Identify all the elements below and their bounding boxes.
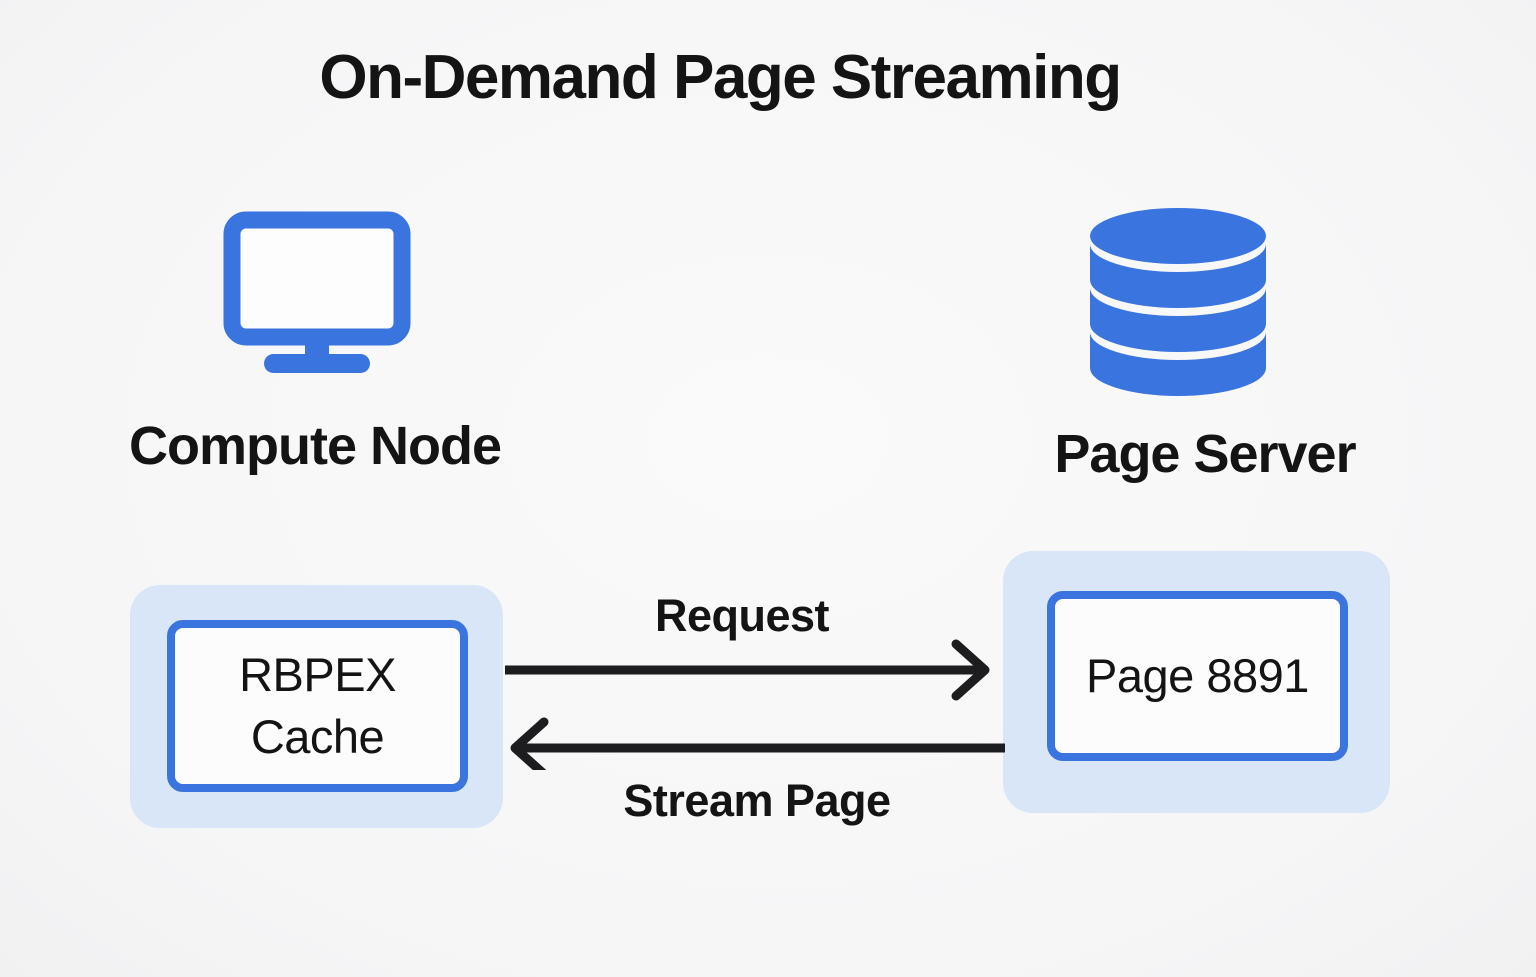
database-icon xyxy=(1088,206,1268,398)
flow-arrows xyxy=(505,639,1005,770)
monitor-icon xyxy=(222,210,412,378)
request-arrow xyxy=(505,639,990,701)
rbpex-cache-box: RBPEX Cache xyxy=(167,620,468,792)
page-box-label: Page 8891 xyxy=(1086,648,1309,702)
compute-node-panel: RBPEX Cache xyxy=(130,585,503,828)
diagram-title: On-Demand Page Streaming xyxy=(319,43,1122,112)
page-server-label: Page Server xyxy=(1054,424,1356,484)
page-box: Page 8891 xyxy=(1047,591,1348,761)
stream-arrow xyxy=(510,717,1005,770)
stream-page-flow-label: Stream Page xyxy=(623,775,891,826)
compute-node-label: Compute Node xyxy=(129,416,502,476)
page-server-panel: Page 8891 xyxy=(1003,551,1390,813)
rbpex-cache-label: RBPEX Cache xyxy=(239,647,396,763)
request-flow-label: Request xyxy=(654,590,830,641)
